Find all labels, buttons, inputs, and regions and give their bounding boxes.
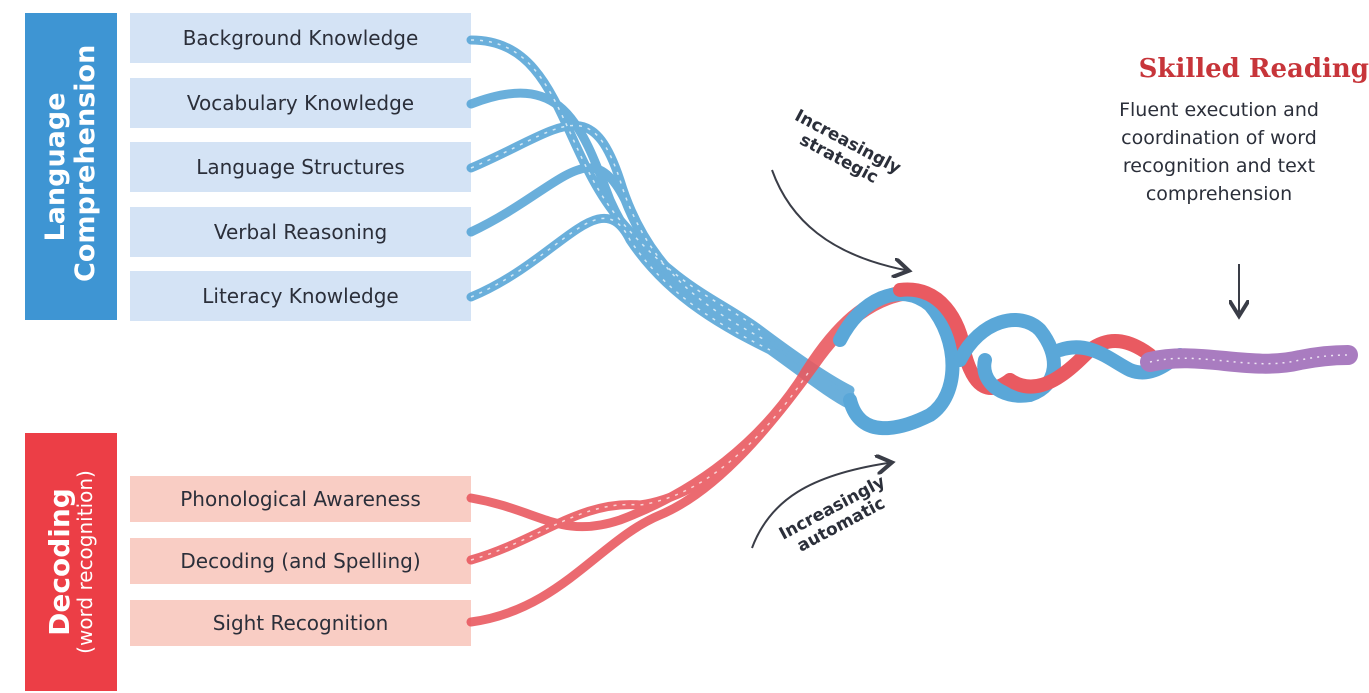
strand-vocabulary-knowledge: Vocabulary Knowledge <box>130 78 471 128</box>
automatic-arrow <box>751 463 888 549</box>
strand-phonological-awareness: Phonological Awareness <box>130 476 471 522</box>
strand-literacy-knowledge: Literacy Knowledge <box>130 271 471 321</box>
strand-decoding-and-spelling: Decoding (and Spelling) <box>130 538 471 584</box>
blue-strand-5 <box>466 213 855 410</box>
decoding-heading-bar: Decoding (word recognition) <box>25 433 117 691</box>
strand-verbal-reasoning: Verbal Reasoning <box>130 207 471 257</box>
skilled-reading-title: Skilled Reading <box>1138 54 1369 84</box>
combined-rope <box>833 282 1187 436</box>
strategic-arrow <box>771 169 905 270</box>
strand-language-structures: Language Structures <box>130 142 471 192</box>
language-strands <box>466 35 855 410</box>
strand-sight-recognition: Sight Recognition <box>130 600 471 646</box>
language-comprehension-heading-bar: Language Comprehension <box>25 13 117 320</box>
skilled-reading-description: Fluent execution and coordination of wor… <box>1119 99 1319 205</box>
strand-background-knowledge: Background Knowledge <box>130 13 471 63</box>
